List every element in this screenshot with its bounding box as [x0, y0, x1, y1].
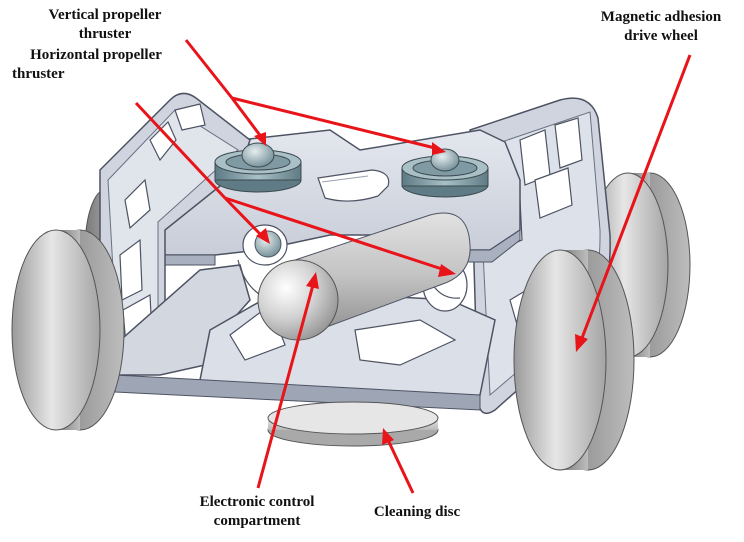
arrowhead-horizontal-left: [256, 228, 270, 244]
label-drive-wheel-line1: Magnetic adhesion: [600, 9, 722, 25]
arrow-control-compartment: [256, 284, 315, 489]
wheel-front-left: [11, 229, 125, 431]
arrow-cleaning-disc: [386, 439, 415, 494]
label-vertical-thruster-line2: thruster: [78, 26, 132, 42]
cleaning-disc: [267, 401, 439, 447]
control-compartment: [257, 212, 471, 341]
label-control-compartment-line1: Electronic control: [199, 494, 315, 510]
arrowhead-vertical-right: [432, 142, 446, 155]
label-horizontal-thruster-line2: thruster: [12, 66, 65, 82]
arrow-vertical-thruster-right: [231, 96, 436, 150]
arrow-vertical-thruster-left: [230, 97, 264, 139]
arrow-horizontal-thruster-right: [224, 196, 446, 272]
arrowhead-cleaning-disc: [382, 428, 394, 445]
arrowhead-vertical-left: [254, 132, 266, 146]
arrowhead-control-compartment: [306, 272, 319, 289]
label-horizontal-thruster: Horizontal propeller thruster: [2, 46, 182, 84]
arrowhead-horizontal-right: [438, 264, 456, 277]
label-control-compartment-line2: compartment: [213, 513, 301, 529]
label-cleaning-disc-line1: Cleaning disc: [373, 504, 461, 520]
wheel-front-right: [513, 249, 635, 471]
vertical-thruster-right: [401, 148, 489, 198]
arrow-horizontal-thruster-left: [223, 196, 264, 238]
arrowhead-drive-wheel: [575, 334, 588, 352]
arrow-horizontal-thruster-main: [134, 101, 227, 200]
label-horizontal-thruster-line1: Horizontal propeller: [30, 47, 162, 63]
arrow-drive-wheel: [580, 54, 692, 339]
label-vertical-thruster: Vertical propeller thruster: [20, 6, 190, 44]
label-drive-wheel: Magnetic adhesion drive wheel: [586, 8, 736, 46]
vertical-thruster-left: [214, 142, 302, 193]
label-vertical-thruster-line1: Vertical propeller: [48, 7, 162, 23]
arrow-vertical-thruster-main: [184, 39, 234, 99]
side-plate-left: [99, 92, 251, 371]
label-drive-wheel-line2: drive wheel: [624, 28, 698, 44]
label-control-compartment: Electronic control compartment: [172, 493, 342, 531]
annotation-arrows: [134, 39, 692, 494]
label-cleaning-disc: Cleaning disc: [352, 503, 482, 522]
